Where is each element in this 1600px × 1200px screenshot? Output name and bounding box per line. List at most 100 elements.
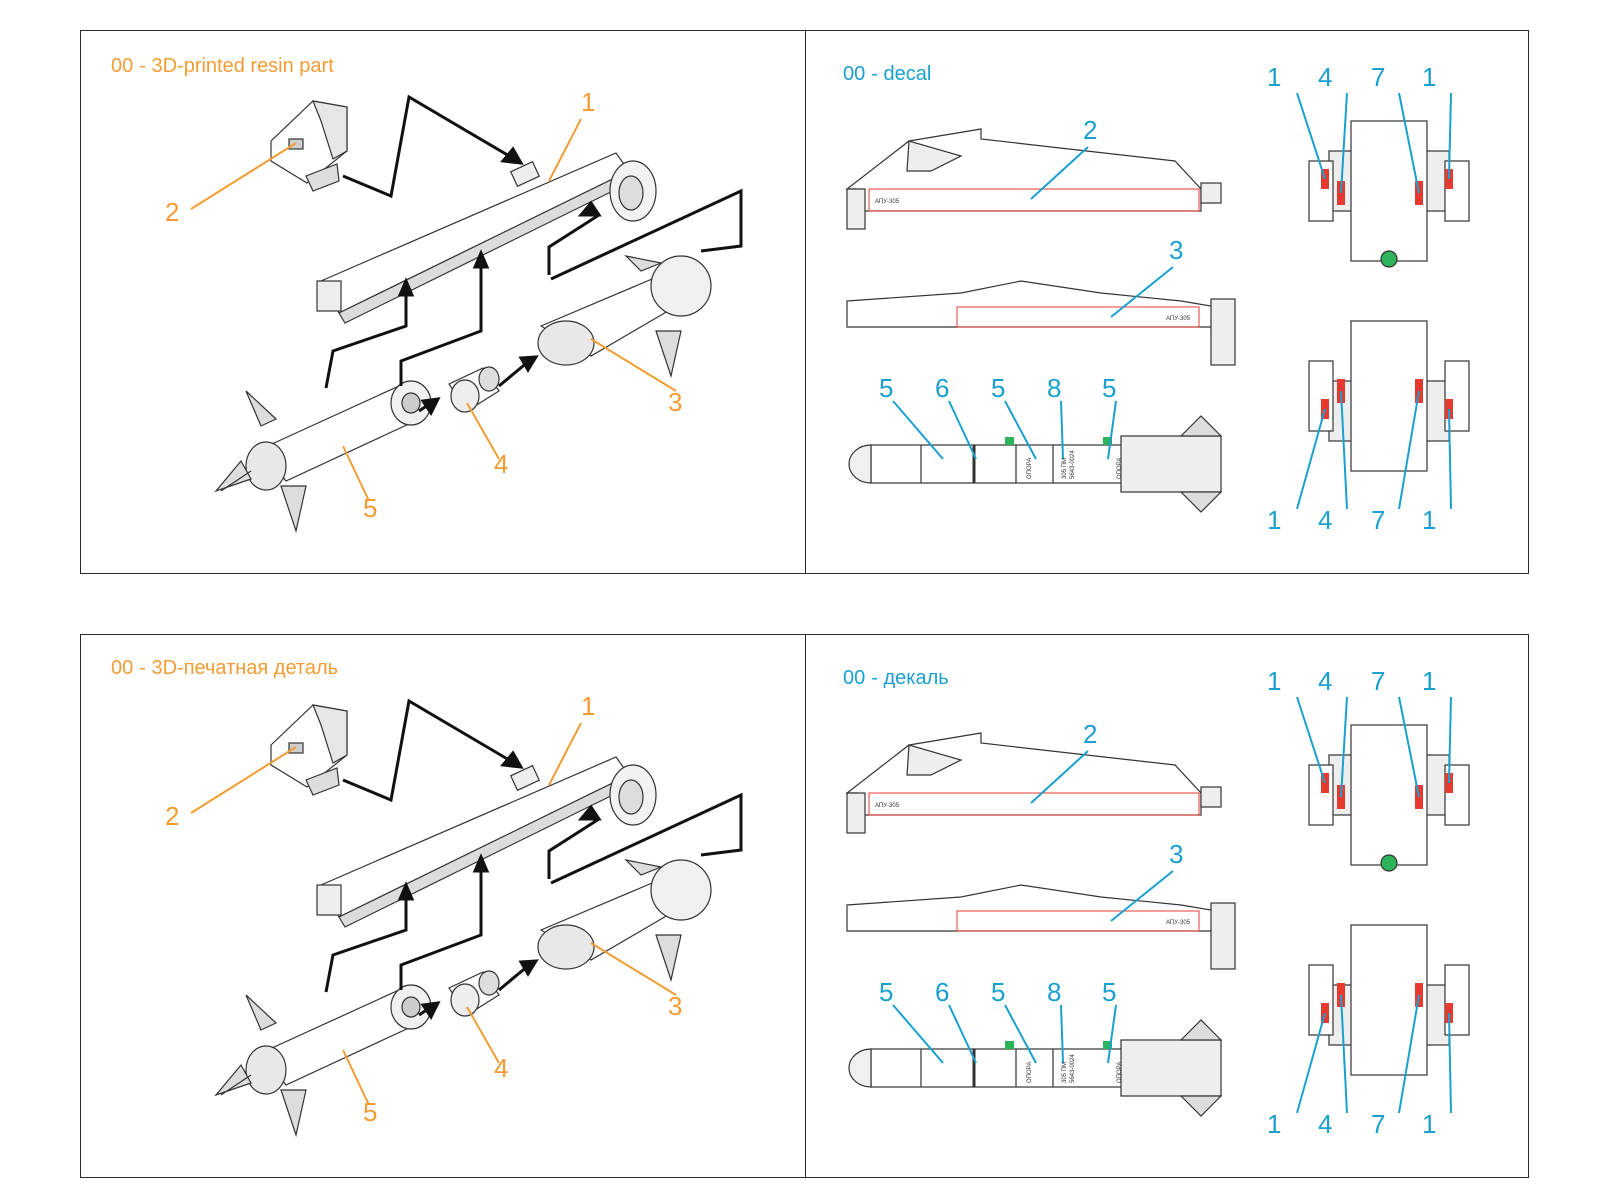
decal-title-text: - декаль bbox=[871, 667, 949, 689]
stencil-a: АПУ-305 bbox=[875, 803, 900, 809]
assembly-diagram bbox=[214, 704, 712, 1138]
missile-mark-2: ОПОРА bbox=[1117, 1062, 1123, 1083]
decal-callout-3: 3 bbox=[1169, 235, 1183, 265]
decal-leaders bbox=[892, 92, 1452, 510]
pylon-top-label-2: 4 bbox=[1318, 62, 1332, 92]
missile-mark-4: 5643-0024 bbox=[1070, 450, 1076, 479]
decal-title: 00- decal bbox=[843, 63, 931, 86]
callout-2: 2 bbox=[165, 197, 179, 227]
missile-mark-3: 305 ПМ bbox=[1062, 458, 1068, 479]
pylon-top-label-1: 1 bbox=[1267, 666, 1281, 696]
pylon-bottom-label-1: 1 bbox=[1267, 505, 1281, 535]
panel-divider bbox=[805, 31, 806, 573]
missile-callout-2: 6 bbox=[935, 373, 949, 403]
callout-2: 2 bbox=[165, 801, 179, 831]
missile-body-part bbox=[214, 380, 432, 534]
callout-1: 1 bbox=[581, 87, 595, 117]
part-code: 00 bbox=[111, 55, 134, 77]
missile-mark-3: 305 ПМ bbox=[1062, 1062, 1068, 1083]
missile-callout-3: 5 bbox=[991, 373, 1005, 403]
pylon-bottom-label-4: 1 bbox=[1422, 1109, 1436, 1139]
resin-block-part bbox=[270, 100, 348, 192]
launcher-side-view-b: АПУ-305 bbox=[846, 884, 1236, 970]
stencil-b: АПУ-305 bbox=[1166, 920, 1191, 926]
pylon-bottom-label-2: 4 bbox=[1318, 505, 1332, 535]
rear-section-part bbox=[537, 255, 712, 379]
small-cylinder-part bbox=[448, 970, 500, 1017]
part-code: 00 bbox=[111, 657, 134, 679]
missile-callout-2: 6 bbox=[935, 977, 949, 1007]
stencil-a: АПУ-305 bbox=[875, 199, 900, 205]
pylon-front-view-bottom bbox=[1308, 320, 1470, 472]
missile-side-view bbox=[848, 1019, 1223, 1117]
callout-5: 5 bbox=[363, 1097, 377, 1127]
launcher-side-view-a: АПУ-305 bbox=[845, 128, 1222, 230]
pylon-top-label-1: 1 bbox=[1267, 62, 1281, 92]
pylon-top-label-3: 7 bbox=[1371, 666, 1385, 696]
decal-callout-3: 3 bbox=[1169, 839, 1183, 869]
resin-part-title: 00- 3D-printed resin part bbox=[111, 55, 334, 78]
missile-callout-1: 5 bbox=[879, 373, 893, 403]
assembly-diagram bbox=[214, 100, 712, 534]
decal-code: 00 bbox=[843, 667, 866, 689]
decal-diagram: АПУ-305 АПУ-305 bbox=[845, 724, 1470, 1117]
rear-section-part bbox=[537, 859, 712, 983]
resin-block-part bbox=[270, 704, 348, 796]
missile-mark-1: ОПОРА bbox=[1027, 458, 1033, 479]
assembly-arrows bbox=[324, 698, 743, 1020]
callout-3: 3 bbox=[668, 387, 682, 417]
pylon-top-label-3: 7 bbox=[1371, 62, 1385, 92]
decal-title: 00- декаль bbox=[843, 667, 949, 690]
missile-mark-2: ОПОРА bbox=[1117, 458, 1123, 479]
decal-code: 00 bbox=[843, 63, 866, 85]
missile-mark-1: ОПОРА bbox=[1027, 1062, 1033, 1083]
missile-side-view bbox=[848, 415, 1223, 513]
launcher-rail-part bbox=[316, 756, 657, 928]
panel-divider bbox=[805, 635, 806, 1177]
decal-diagram: АПУ-305 АПУ-305 bbox=[845, 120, 1470, 513]
instruction-sheet-english: 00- 3D-printed resin part 00- decal bbox=[80, 30, 1529, 574]
pylon-front-view-top bbox=[1308, 120, 1470, 268]
sheet-artwork: 1 2 3 4 5 АПУ-305 АПУ-305 bbox=[165, 666, 1470, 1139]
sheet-artwork: 1 2 3 4 5 АПУ-305 АПУ-305 bbox=[165, 62, 1470, 535]
pylon-top-label-2: 4 bbox=[1318, 666, 1332, 696]
resin-part-title: 00- 3D-печатная деталь bbox=[111, 657, 338, 680]
pylon-bottom-label-1: 1 bbox=[1267, 1109, 1281, 1139]
missile-callout-3: 5 bbox=[991, 977, 1005, 1007]
callout-leaders bbox=[190, 722, 677, 1106]
pylon-front-view-top bbox=[1308, 724, 1470, 872]
pylon-top-label-4: 1 bbox=[1422, 666, 1436, 696]
pylon-bottom-label-3: 7 bbox=[1371, 505, 1385, 535]
callout-4: 4 bbox=[494, 449, 508, 479]
part-title-text: - 3D-печатная деталь bbox=[139, 657, 339, 679]
decal-callout-2: 2 bbox=[1083, 115, 1097, 145]
assembly-arrows bbox=[324, 94, 743, 416]
callout-3: 3 bbox=[668, 991, 682, 1021]
pylon-bottom-label-3: 7 bbox=[1371, 1109, 1385, 1139]
missile-callout-4: 8 bbox=[1047, 373, 1061, 403]
callout-5: 5 bbox=[363, 493, 377, 523]
pylon-top-label-4: 1 bbox=[1422, 62, 1436, 92]
callout-4: 4 bbox=[494, 1053, 508, 1083]
stencil-b: АПУ-305 bbox=[1166, 316, 1191, 322]
missile-body-part bbox=[214, 984, 432, 1138]
launcher-side-view-a: АПУ-305 bbox=[845, 732, 1222, 834]
pylon-bottom-label-2: 4 bbox=[1318, 1109, 1332, 1139]
missile-callout-4: 8 bbox=[1047, 977, 1061, 1007]
missile-mark-4: 5643-0024 bbox=[1070, 1054, 1076, 1083]
missile-callout-5: 5 bbox=[1102, 977, 1116, 1007]
launcher-side-view-b: АПУ-305 bbox=[846, 280, 1236, 366]
small-cylinder-part bbox=[448, 366, 500, 413]
callout-leaders bbox=[190, 118, 677, 502]
pylon-front-view-bottom bbox=[1308, 924, 1470, 1076]
decal-title-text: - decal bbox=[871, 63, 932, 85]
callout-1: 1 bbox=[581, 691, 595, 721]
decal-leaders bbox=[892, 696, 1452, 1114]
missile-callout-1: 5 bbox=[879, 977, 893, 1007]
pylon-bottom-label-4: 1 bbox=[1422, 505, 1436, 535]
decal-callout-2: 2 bbox=[1083, 719, 1097, 749]
missile-callout-5: 5 bbox=[1102, 373, 1116, 403]
instruction-sheet-russian: 00- 3D-печатная деталь 00- декаль bbox=[80, 634, 1529, 1178]
part-title-text: - 3D-printed resin part bbox=[139, 55, 334, 77]
launcher-rail-part bbox=[316, 152, 657, 324]
